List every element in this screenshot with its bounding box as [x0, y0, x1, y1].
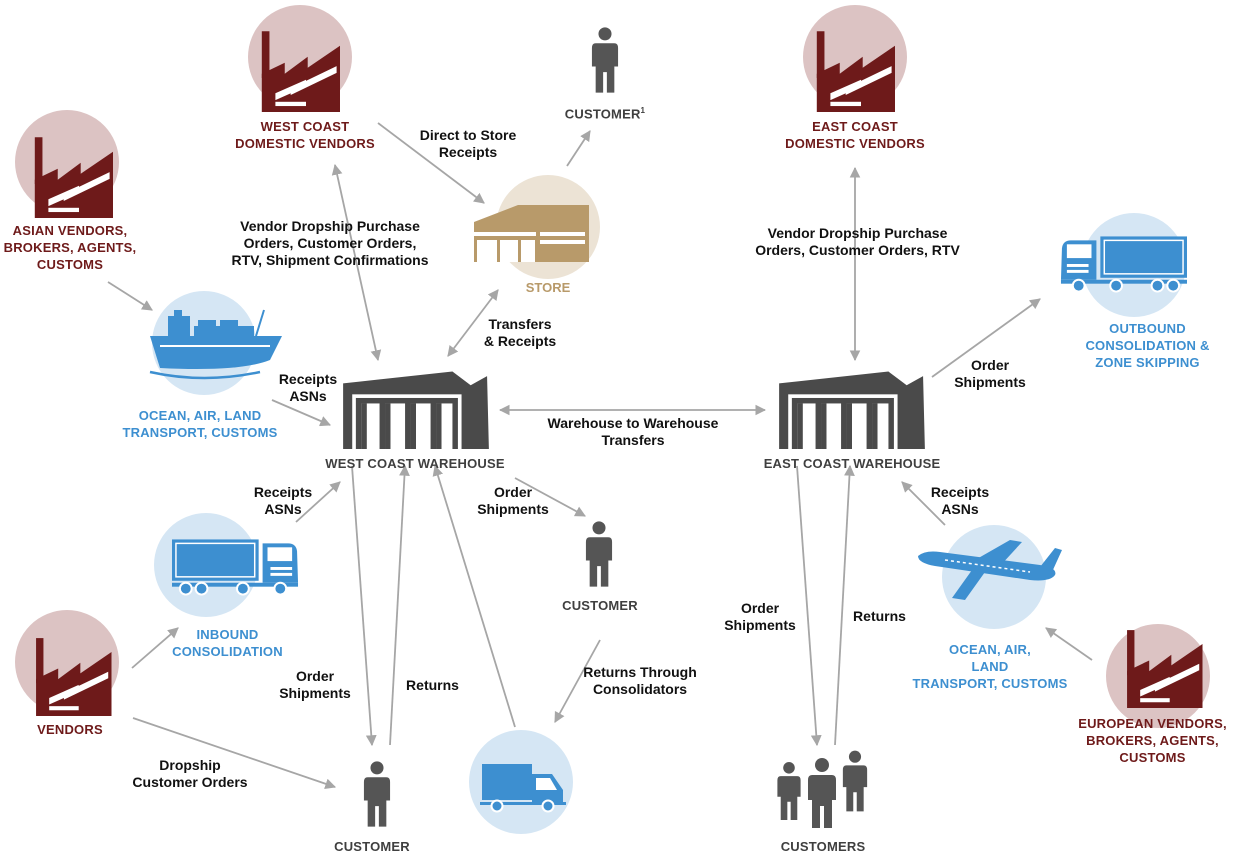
person-icon	[808, 758, 836, 828]
inbound-label: INBOUND CONSOLIDATION	[172, 627, 283, 659]
arrow-asian-to-ship	[107, 281, 153, 311]
flow-order-shipments-outbound: Order Shipments	[954, 357, 1026, 390]
warehouse-icon	[343, 371, 489, 449]
flow-order-shipments-bottom: Order Shipments	[279, 668, 351, 701]
person-icon	[591, 27, 619, 93]
arrow-plane-to-east-warehouse	[901, 481, 946, 526]
truck-icon	[172, 538, 300, 596]
flow-transfers-receipts: Transfers & Receipts	[483, 316, 557, 349]
arrow-wc-vendors-warehouse	[331, 163, 382, 362]
vendors-label: VENDORS	[37, 722, 103, 737]
flow-warehouse-transfers: Warehouse to Warehouse Transfers	[547, 415, 719, 448]
ocean-east-label: OCEAN, AIR, LAND TRANSPORT, CUSTOMS	[912, 642, 1068, 691]
ship-icon	[149, 309, 282, 380]
arrow-wc-vendors-to-store	[377, 122, 485, 204]
flow-vendor-dropship-east: Vendor Dropship Purchase Orders, Custome…	[755, 225, 960, 258]
arrow-inbound-to-warehouse	[295, 481, 341, 523]
ocean-east-circle	[942, 525, 1046, 629]
flow-returns-consolidators: Returns Through Consolidators	[583, 664, 697, 697]
truck-icon	[1059, 235, 1187, 293]
flow-returns-customers: Returns	[853, 608, 906, 624]
west-warehouse-label: WEST COAST WAREHOUSE	[325, 456, 505, 471]
arrow-vendors-to-inbound	[131, 627, 179, 669]
flow-receipts-asns-ocean: Receipts ASNs	[278, 371, 338, 404]
customer-top-label: CUSTOMER1	[564, 106, 646, 122]
arrow-store-warehouse	[447, 289, 499, 357]
flow-returns-bottom: Returns	[406, 677, 459, 693]
asian-vendors-label: ASIAN VENDORS, BROKERS, AGENTS, CUSTOMS	[3, 223, 137, 272]
flow-receipts-asns-inbound: Receipts ASNs	[253, 484, 313, 517]
flow-order-shipments-customer: Order Shipments	[477, 484, 549, 517]
arrow-store-to-customer-top	[566, 130, 591, 167]
person-icon	[842, 750, 868, 812]
arrow-east-warehouse-to-customers	[796, 465, 822, 747]
arrow-european-to-plane	[1045, 627, 1093, 661]
arrow-vendors-dropship	[132, 717, 337, 789]
arrow-van-to-warehouse	[432, 464, 516, 728]
arrow-customer-bottom-returns	[389, 464, 410, 746]
warehouse-icon	[779, 371, 925, 449]
person-icon	[363, 761, 391, 827]
arrow-customer-mid-to-van	[554, 639, 601, 723]
flow-vendor-dropship-west: Vendor Dropship Purchase Orders, Custome…	[231, 218, 429, 268]
arrow-ship-to-warehouse	[271, 399, 331, 427]
east-warehouse-label: EAST COAST WAREHOUSE	[763, 456, 941, 471]
customer-mid-label: CUSTOMER	[562, 598, 638, 613]
airplane-icon	[918, 540, 1062, 600]
outbound-label: OUTBOUND CONSOLIDATION & ZONE SKIPPING	[1085, 321, 1210, 370]
flow-arrows	[107, 122, 1093, 789]
flow-direct-to-store: Direct to Store Receipts	[419, 127, 517, 160]
store-icon	[474, 205, 589, 262]
person-icon	[585, 521, 613, 587]
flow-dropship-customer-orders: Dropship Customer Orders	[132, 757, 248, 790]
east-coast-vendors-label: EAST COAST DOMESTIC VENDORS	[785, 119, 925, 151]
store-label: STORE	[525, 280, 571, 295]
ocean-west-label: OCEAN, AIR, LAND TRANSPORT, CUSTOMS	[122, 408, 278, 440]
arrow-warehouse-to-customer-mid	[514, 477, 586, 517]
person-icon	[777, 762, 801, 820]
arrow-east-warehouse-to-outbound	[931, 298, 1041, 378]
van-icon	[480, 764, 566, 813]
arrow-customers-returns	[834, 464, 855, 746]
flow-order-shipments-customers: Order Shipments	[724, 600, 796, 633]
arrow-warehouse-to-customer-bottom	[351, 465, 377, 747]
customers-label: CUSTOMERS	[780, 839, 866, 854]
west-coast-vendors-label: WEST COAST DOMESTIC VENDORS	[235, 119, 375, 151]
european-vendors-label: EUROPEAN VENDORS, BROKERS, AGENTS, CUSTO…	[1078, 716, 1227, 765]
customer-bottom-label: CUSTOMER	[334, 839, 410, 854]
flow-receipts-asns-east: Receipts ASNs	[930, 484, 990, 517]
